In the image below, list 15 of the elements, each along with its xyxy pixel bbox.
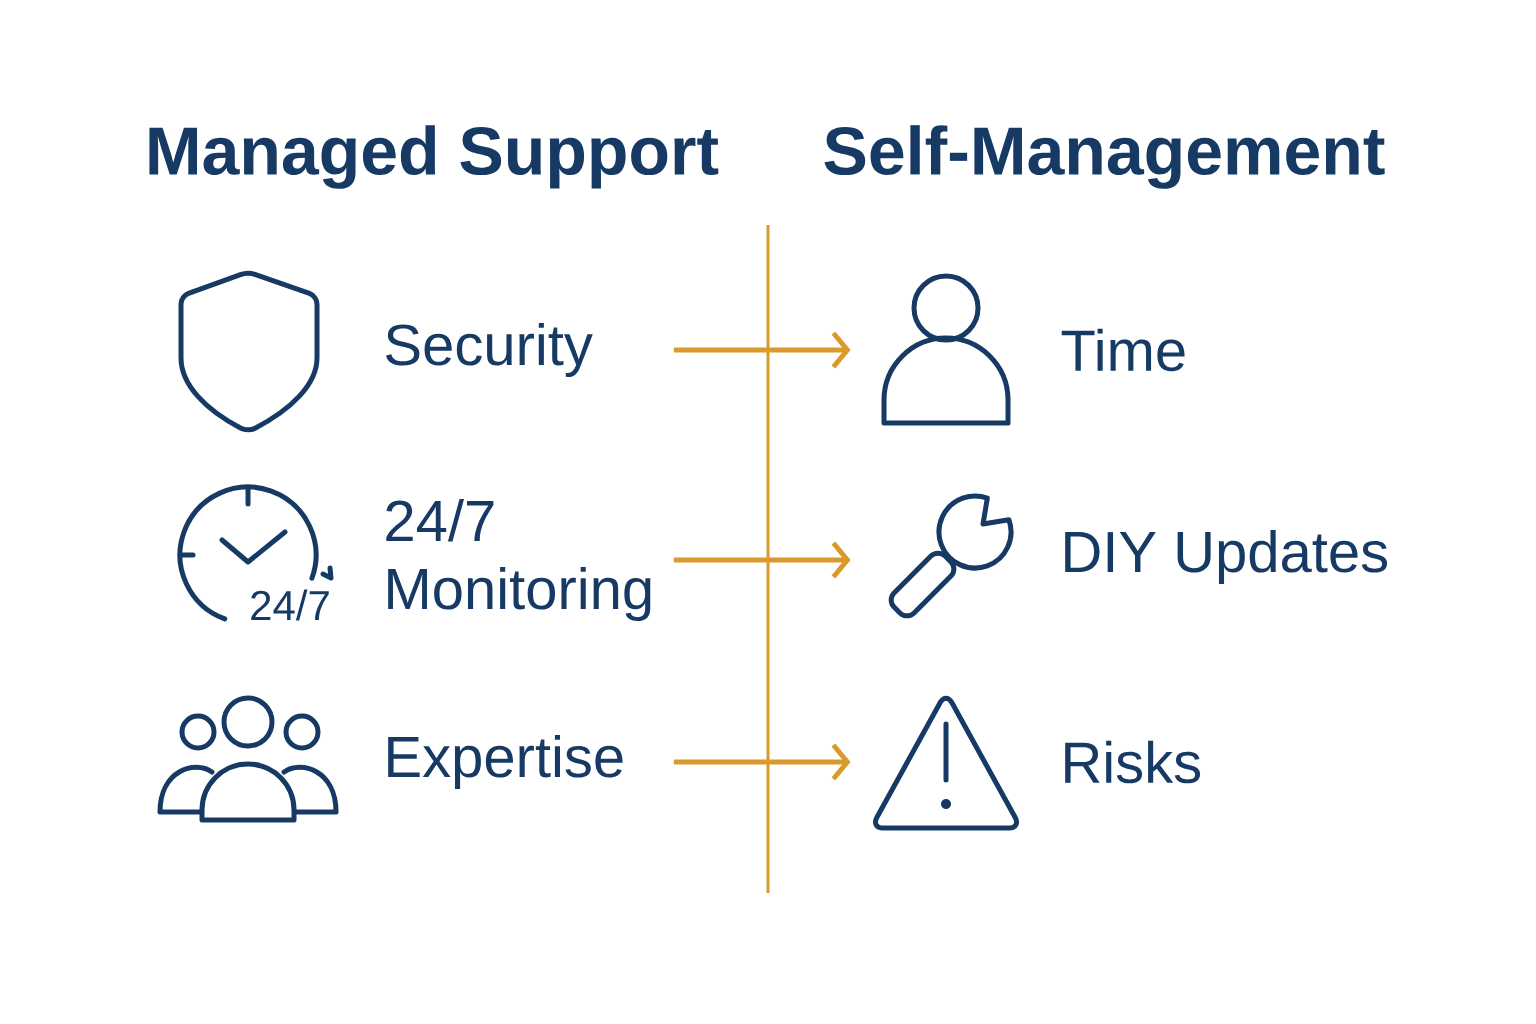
item-label: Time: [1061, 328, 1185, 372]
column-heading: Managed Support: [149, 125, 719, 189]
item-label: Security: [386, 322, 593, 378]
arrow: [673, 541, 851, 579]
item-label: Risks: [1065, 740, 1201, 784]
column-heading: Self-Management: [824, 125, 1385, 189]
item-label: DIY Updates: [1065, 529, 1388, 585]
warning-icon: [873, 695, 1020, 831]
wrench-icon: [888, 493, 1014, 619]
item-label: 24/7 Monitoring: [386, 498, 651, 622]
arrow: [673, 331, 851, 369]
arrow: [673, 743, 851, 781]
item-label: Expertise: [388, 734, 623, 790]
icon-label: 24/7: [251, 589, 329, 621]
person-icon: [881, 273, 1011, 426]
